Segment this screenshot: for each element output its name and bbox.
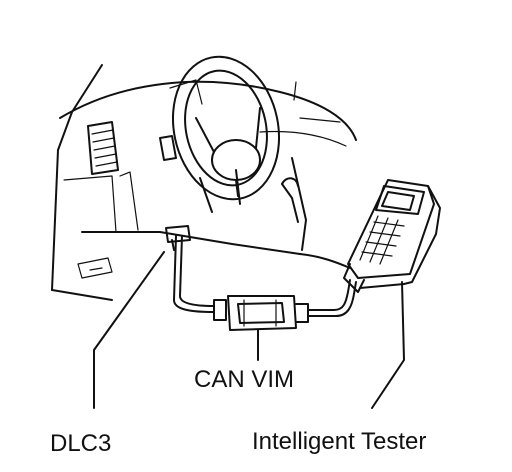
cable-vim-to-tester bbox=[307, 279, 357, 317]
steering-wheel bbox=[171, 55, 281, 201]
can-vim-label: CAN VIM bbox=[194, 366, 294, 393]
cable-dlc3-to-vim bbox=[173, 235, 215, 313]
dlc3-label: DLC3 bbox=[50, 430, 111, 457]
dashboard-illustration bbox=[51, 64, 357, 301]
intelligent-tester-label: Intelligent Tester bbox=[252, 428, 426, 455]
can-vim-device bbox=[213, 295, 309, 331]
leader-lines bbox=[93, 251, 405, 409]
intelligent-tester-device bbox=[343, 179, 441, 293]
